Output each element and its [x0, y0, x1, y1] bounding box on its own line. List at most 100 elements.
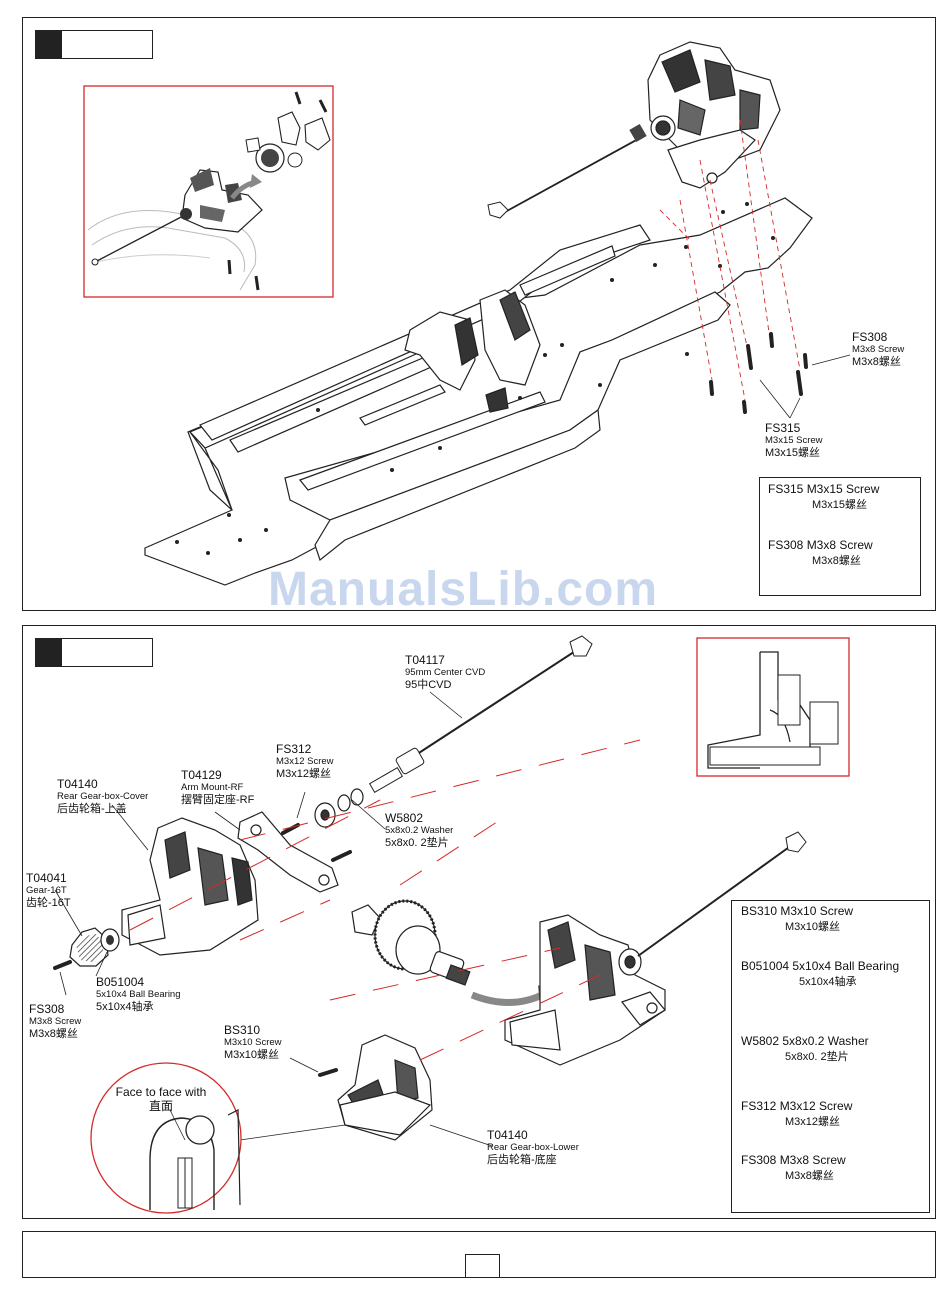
label-t04041: T04041 Gear-16T 齿轮-16T: [26, 871, 71, 909]
label-t04129: T04129 Arm Mount-RF 摆臂固定座-RF: [181, 768, 255, 806]
inset-detail-box-2: [696, 637, 850, 777]
legend-title: W5802 5x8x0.2 Washer: [741, 1034, 869, 1048]
part-code: T04129: [181, 768, 222, 782]
part-name-cn: 95中CVD: [405, 678, 452, 691]
page-number-tab: [465, 1254, 500, 1277]
part-name-cn: 后齿轮箱-上盖: [57, 802, 127, 815]
label-t04140-cover: T04140 Rear Gear-box-Cover 后齿轮箱-上盖: [57, 777, 149, 815]
assembled-gearbox: [504, 914, 666, 1066]
legend-title: FS315 M3x15 Screw: [768, 482, 880, 496]
legend-title: FS308 M3x8 Screw: [741, 1153, 846, 1167]
part-name-cn: 5x10x4轴承: [96, 1000, 154, 1013]
part-name-cn: 摆臂固定座-RF: [181, 793, 255, 806]
part-code: FS312: [276, 742, 312, 756]
legend-cn: M3x8螺丝: [812, 555, 861, 567]
label-bs310: BS310 M3x10 Screw M3x10螺丝: [224, 1023, 282, 1061]
part-name-en: 95mm Center CVD: [405, 666, 486, 678]
part-code: FS308: [852, 330, 888, 344]
part-name-en: M3x15 Screw: [765, 434, 823, 446]
face-to-face-callout: [90, 1062, 242, 1214]
legend-cn: M3x15螺丝: [812, 499, 868, 511]
legend-row: B051004 5x10x4 Ball Bearing 5x10x4轴承: [741, 959, 899, 989]
step-number-marker: [36, 31, 62, 58]
step-number-box: [35, 638, 153, 667]
differential: [351, 899, 471, 986]
rear-gearbox: [647, 41, 781, 189]
screws-step1: [709, 332, 808, 414]
part-name-cn: M3x12螺丝: [276, 767, 332, 780]
callout-line-cn: 直面: [148, 1099, 173, 1114]
legend-cn: M3x8螺丝: [785, 1170, 834, 1182]
inset-detail-box: [83, 85, 334, 298]
part-code: BS310: [224, 1023, 261, 1037]
center-driveshaft: [487, 123, 647, 219]
washers-bearing: [314, 788, 364, 828]
hardware-legend-step1: FS315 M3x15 Screw M3x15螺丝 FS308 M3x8 Scr…: [759, 477, 921, 596]
part-name-cn: M3x10螺丝: [224, 1048, 280, 1061]
step-number-box: [35, 30, 153, 59]
label-fs315: FS315 M3x15 Screw M3x15螺丝: [765, 421, 823, 459]
part-name-en: Arm Mount-RF: [181, 781, 244, 793]
legend-title: BS310 M3x10 Screw: [741, 904, 854, 918]
part-name-cn: M3x8螺丝: [852, 355, 901, 368]
part-code: FS308: [29, 1002, 65, 1016]
label-t04140-lower: T04140 Rear Gear-box-Lower 后齿轮箱-底座: [487, 1128, 579, 1166]
legend-cn: M3x10螺丝: [785, 921, 841, 933]
part-name-en: 5x8x0.2 Washer: [385, 824, 454, 836]
part-name-cn: 5x8x0. 2垫片: [385, 836, 449, 849]
part-code: T04140: [487, 1128, 528, 1142]
leader-lines-2: [54, 691, 493, 1147]
inset-gearbox: [180, 168, 263, 233]
part-name-en: M3x8 Screw: [29, 1015, 82, 1027]
legend-row: W5802 5x8x0.2 Washer 5x8x0. 2垫片: [741, 1034, 869, 1064]
watermark: ManualsLib.com: [268, 563, 659, 616]
gearbox-cover: [121, 817, 259, 956]
part-name-cn: M3x15螺丝: [765, 446, 821, 459]
legend-row: FS312 M3x12 Screw M3x12螺丝: [741, 1099, 852, 1129]
center-cvd-lower: [637, 831, 807, 957]
inset-differential: [245, 137, 303, 173]
label-fs312: FS312 M3x12 Screw M3x12螺丝: [276, 742, 334, 780]
legend-row: FS308 M3x8 Screw M3x8螺丝: [741, 1153, 846, 1183]
part-name-en: Gear-16T: [26, 884, 67, 896]
hardware-legend-step2: BS310 M3x10 Screw M3x10螺丝 B051004 5x10x4…: [731, 900, 930, 1213]
part-name-en: M3x10 Screw: [224, 1036, 282, 1048]
legend-title: FS308 M3x8 Screw: [768, 538, 873, 552]
part-code: B051004: [96, 975, 145, 989]
label-b051004: B051004 5x10x4 Ball Bearing 5x10x4轴承: [96, 975, 181, 1013]
legend-title: B051004 5x10x4 Ball Bearing: [741, 959, 900, 973]
part-code: T04140: [57, 777, 98, 791]
leader-lines: [759, 354, 851, 419]
part-code: T04041: [26, 871, 67, 885]
gear-16t: [69, 927, 120, 967]
label-t04117: T04117 95mm Center CVD 95中CVD: [405, 653, 486, 691]
part-name-cn: M3x8螺丝: [29, 1027, 78, 1040]
step-number-marker: [36, 639, 62, 666]
callout-line-en: Face to face with: [115, 1085, 207, 1099]
label-fs308: FS308 M3x8 Screw M3x8螺丝: [852, 330, 905, 368]
legend-title: FS312 M3x12 Screw: [741, 1099, 853, 1113]
part-name-en: Rear Gear-box-Lower: [487, 1141, 579, 1153]
legend-row: BS310 M3x10 Screw M3x10螺丝: [741, 904, 853, 934]
callout-note: Face to face with 直面: [108, 1085, 214, 1114]
label-fs308-step2: FS308 M3x8 Screw M3x8螺丝: [29, 1002, 82, 1040]
legend-row: FS308 M3x8 Screw M3x8螺丝: [768, 538, 873, 568]
part-code: FS315: [765, 421, 801, 435]
part-name-en: M3x12 Screw: [276, 755, 334, 767]
part-name-cn: 齿轮-16T: [26, 896, 71, 909]
alignment-lines-2: [129, 739, 641, 1061]
part-name-en: M3x8 Screw: [852, 343, 905, 355]
part-name-cn: 后齿轮箱-底座: [487, 1153, 557, 1166]
part-name-en: 5x10x4 Ball Bearing: [96, 988, 181, 1000]
arm-mount-rf: [237, 811, 339, 893]
chassis-holes: [175, 202, 775, 555]
legend-cn: 5x10x4轴承: [799, 976, 857, 988]
center-cvd-upper: [368, 635, 593, 794]
label-w5802: W5802 5x8x0.2 Washer 5x8x0. 2垫片: [385, 811, 454, 849]
legend-cn: 5x8x0. 2垫片: [785, 1051, 849, 1063]
gearbox-lower: [337, 1034, 433, 1141]
center-motor-mount: [404, 289, 541, 413]
legend-cn: M3x12螺丝: [785, 1116, 841, 1128]
part-name-en: Rear Gear-box-Cover: [57, 790, 149, 802]
part-code: T04117: [405, 653, 445, 667]
